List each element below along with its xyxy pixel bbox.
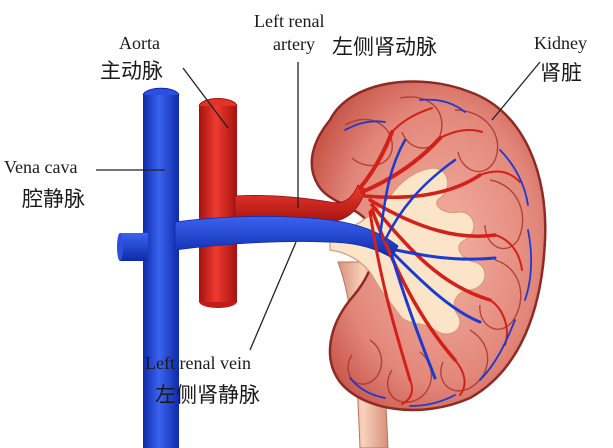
leader-renal-vein <box>249 241 297 351</box>
vena-cava <box>143 95 179 448</box>
label-kidney-en: Kidney <box>534 33 587 53</box>
label-renal-artery-zh: 左侧肾动脉 <box>332 35 437 59</box>
renal-cortex-lobes <box>344 96 524 403</box>
aorta <box>199 106 237 302</box>
leader-kidney <box>491 61 541 121</box>
label-renal-artery-en-1: Left renal <box>254 11 325 31</box>
leader-lines <box>96 61 541 351</box>
label-renal-artery-en-2: artery <box>273 34 315 54</box>
label-aorta-zh: 主动脉 <box>100 59 163 83</box>
label-renal-vein-zh: 左侧肾静脉 <box>155 383 260 407</box>
leader-aorta <box>182 67 229 129</box>
vena-cava-left-branch <box>120 233 148 261</box>
label-renal-vein-en: Left renal vein <box>145 353 251 373</box>
label-vena-cava-zh: 腔静脉 <box>22 187 85 211</box>
label-kidney-zh: 肾脏 <box>540 61 582 85</box>
label-vena-cava-en: Vena cava <box>4 157 78 177</box>
label-aorta-en: Aorta <box>119 33 160 53</box>
renal-vein-branches <box>344 98 533 407</box>
